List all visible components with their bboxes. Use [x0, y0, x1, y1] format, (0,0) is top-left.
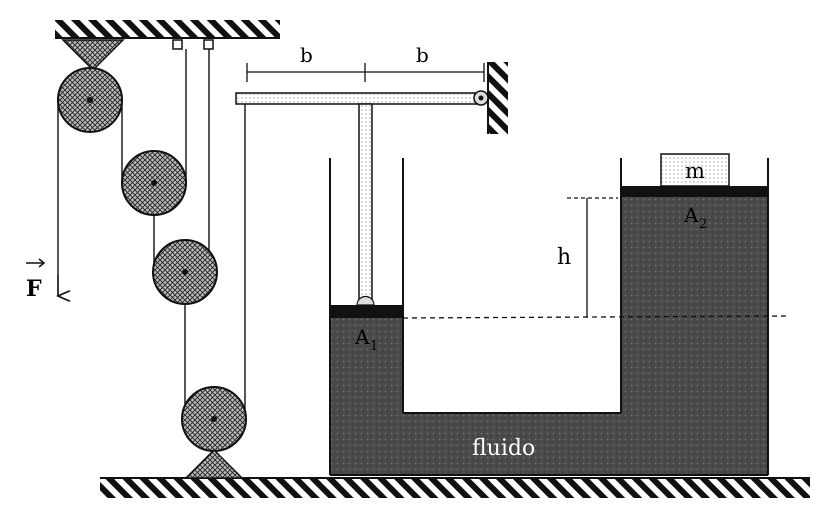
top-pulley-mount	[61, 39, 125, 72]
lever-arm	[235, 90, 489, 106]
label-b-right: b	[416, 43, 429, 67]
svg-text:m: m	[685, 159, 705, 183]
label-fluid: fluido	[472, 436, 535, 461]
large-piston	[621, 186, 768, 197]
svg-text:A: A	[354, 325, 370, 349]
pulley-1	[57, 67, 123, 133]
svg-text:F: F	[26, 276, 42, 302]
floor-support	[100, 477, 810, 498]
mass-block: m	[660, 153, 730, 187]
ceiling-hooks	[172, 39, 214, 50]
container-walls	[329, 158, 769, 476]
pulley-2	[121, 150, 187, 216]
ceiling-support	[55, 20, 280, 39]
svg-text:1: 1	[370, 339, 378, 354]
height-dimension	[567, 197, 618, 317]
svg-text:2: 2	[699, 217, 707, 232]
piston-rod	[356, 103, 375, 306]
small-piston	[330, 305, 403, 318]
lever-dimension	[246, 63, 485, 82]
label-b-left: b	[300, 43, 313, 67]
label-area-small: A 1	[354, 325, 378, 354]
rope-system	[57, 49, 246, 419]
wall-support	[487, 62, 508, 134]
svg-text:A: A	[683, 203, 699, 227]
pulley-3	[152, 239, 218, 305]
reference-level-line	[402, 315, 791, 319]
label-h: h	[557, 245, 571, 270]
pulley-4	[181, 386, 247, 452]
bottom-pulley-mount	[184, 448, 244, 479]
fluid	[330, 197, 768, 475]
force-label: F	[26, 258, 46, 302]
label-area-large: A 2	[683, 203, 707, 232]
